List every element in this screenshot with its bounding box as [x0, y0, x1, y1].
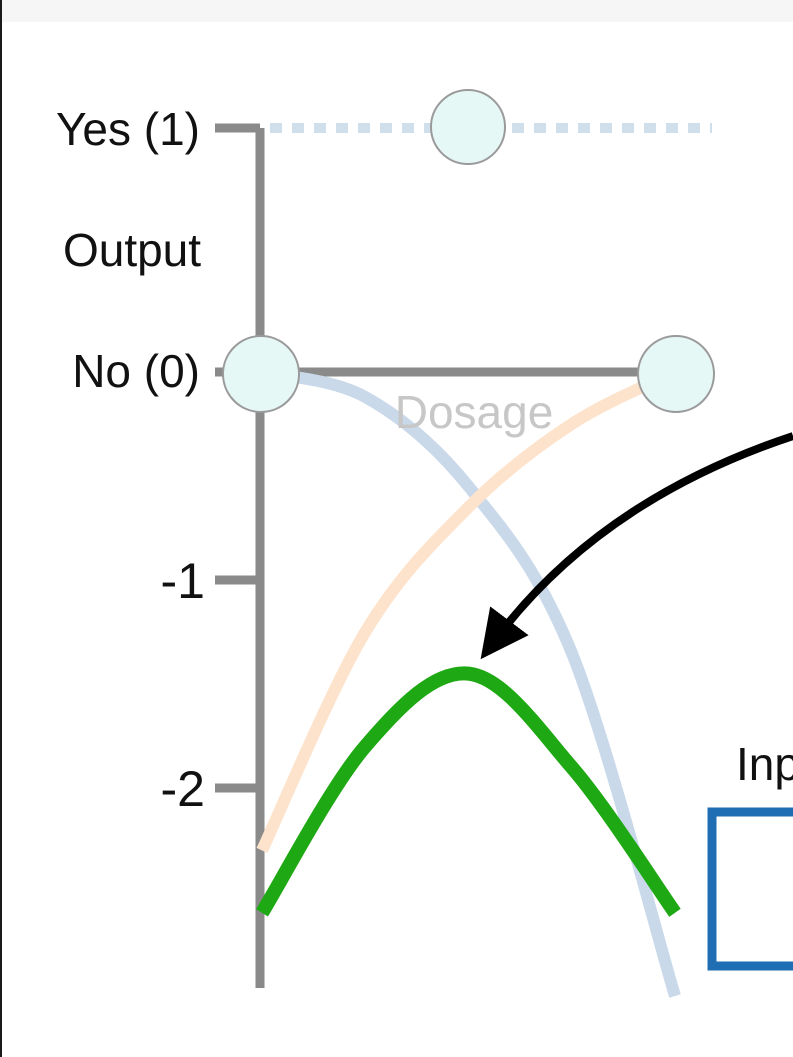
- output-label: Output: [63, 224, 201, 276]
- offscreen-label: Inp: [736, 738, 793, 790]
- left-frame-edge: [0, 0, 2, 1057]
- top-strip: [0, 0, 793, 22]
- node-right: [637, 335, 715, 413]
- tick-label-neg1: -1: [161, 553, 205, 609]
- node-left: [222, 335, 300, 413]
- curve-green: [256, 666, 681, 917]
- tick-label-neg2: -2: [161, 761, 205, 817]
- curve-blue: [260, 366, 681, 998]
- yes-label: Yes (1): [56, 103, 200, 155]
- curve-orange: [256, 366, 678, 853]
- x-axis-label: Dosage: [395, 386, 554, 438]
- input-box: [707, 807, 793, 971]
- curves-group: [256, 366, 681, 998]
- node-top: [430, 89, 506, 165]
- pointer-arrow: [480, 432, 793, 660]
- no-label: No (0): [72, 345, 200, 397]
